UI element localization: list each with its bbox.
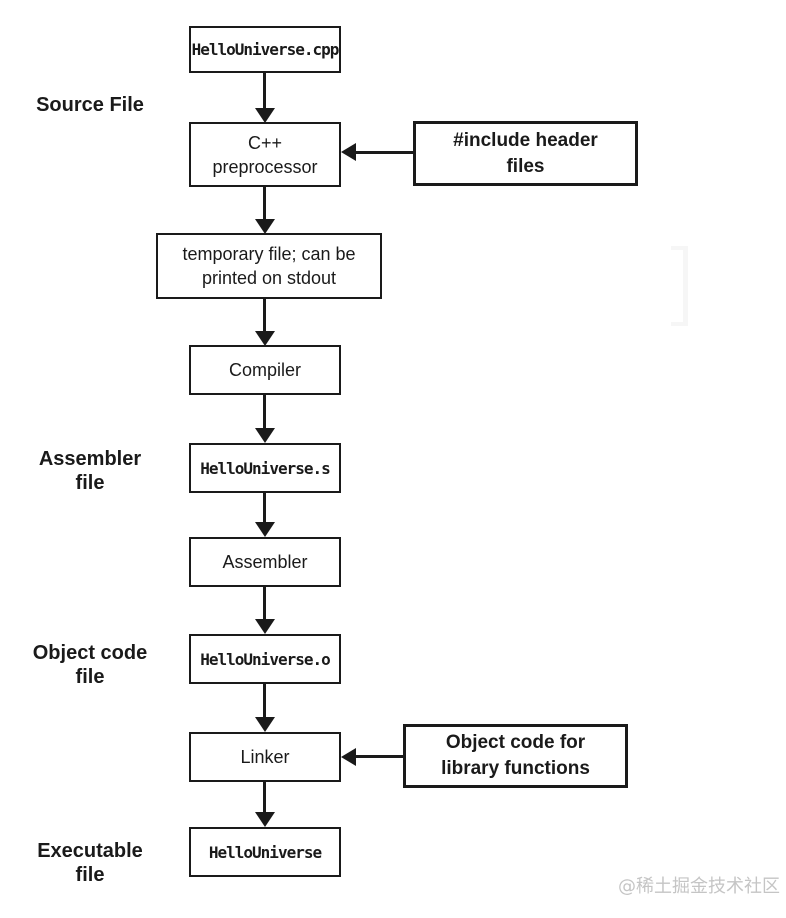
include-headers-box: #include header files: [413, 121, 638, 186]
assembler-file-label-line2: file: [75, 472, 105, 494]
source-file-label-text: Source File: [36, 94, 144, 116]
arrow-left-icon: [356, 151, 413, 154]
arrow-down-icon: [263, 782, 266, 814]
assembler-filename-label: HelloUniverse.s: [200, 458, 330, 478]
arrow-left-head-icon: [341, 143, 356, 161]
linker-label: Linker: [240, 747, 290, 767]
executable-file-label-line2: file: [75, 864, 105, 886]
temp-file-line2: printed on stdout: [201, 268, 337, 288]
arrow-down-icon: [263, 587, 266, 621]
executable-file-label-line1: Executable: [37, 840, 143, 862]
compiler-box: Compiler: [189, 345, 341, 395]
assembler-file-label-line1: Assembler: [38, 448, 142, 470]
library-object-code-box: Object code for library functions: [403, 724, 628, 788]
preprocessor-line1: C++: [247, 132, 283, 153]
arrow-down-head-icon: [255, 428, 275, 443]
faint-watermark-remnant: [671, 246, 688, 326]
arrow-down-head-icon: [255, 331, 275, 346]
arrow-left-head-icon: [341, 748, 356, 766]
arrow-down-icon: [263, 73, 266, 109]
arrow-down-head-icon: [255, 812, 275, 827]
assembler-file-label: Assembler file: [14, 447, 166, 495]
include-headers-line1: #include header: [453, 129, 598, 151]
linker-box: Linker: [189, 732, 341, 782]
source-file-label: Source File: [14, 93, 166, 117]
watermark-text: @稀土掘金技术社区: [618, 876, 780, 897]
object-filename-box: HelloUniverse.o: [189, 634, 341, 684]
assembler-filename-box: HelloUniverse.s: [189, 443, 341, 493]
arrow-down-icon: [263, 299, 266, 333]
source-filename-box: HelloUniverse.cpp: [189, 26, 341, 73]
arrow-down-icon: [263, 395, 266, 430]
temp-file-box: temporary file; can be printed on stdout: [156, 233, 382, 299]
executable-filename-label: HelloUniverse: [208, 842, 322, 862]
executable-file-label: Executable file: [14, 839, 166, 887]
arrow-down-icon: [263, 493, 266, 524]
object-filename-label: HelloUniverse.o: [200, 649, 330, 669]
preprocessor-line2: preprocessor: [212, 156, 318, 177]
executable-filename-box: HelloUniverse: [189, 827, 341, 877]
include-headers-line2: files: [506, 155, 545, 177]
arrow-down-head-icon: [255, 522, 275, 537]
arrow-down-head-icon: [255, 717, 275, 732]
arrow-down-icon: [263, 684, 266, 719]
object-code-file-label-line2: file: [75, 666, 105, 688]
object-code-file-label-line1: Object code: [32, 642, 148, 664]
arrow-down-head-icon: [255, 108, 275, 123]
arrow-down-head-icon: [255, 619, 275, 634]
source-filename-label: HelloUniverse.cpp: [191, 40, 340, 59]
library-object-code-line1: Object code for: [445, 732, 586, 753]
preprocessor-box: C++ preprocessor: [189, 122, 341, 187]
assembler-box: Assembler: [189, 537, 341, 587]
temp-file-line1: temporary file; can be: [182, 244, 356, 264]
compiler-label: Compiler: [228, 360, 302, 380]
arrow-down-icon: [263, 187, 266, 221]
library-object-code-line2: library functions: [441, 758, 590, 779]
object-code-file-label: Object code file: [8, 641, 172, 689]
assembler-label: Assembler: [222, 552, 308, 572]
arrow-left-icon: [356, 755, 403, 758]
arrow-down-head-icon: [255, 219, 275, 234]
